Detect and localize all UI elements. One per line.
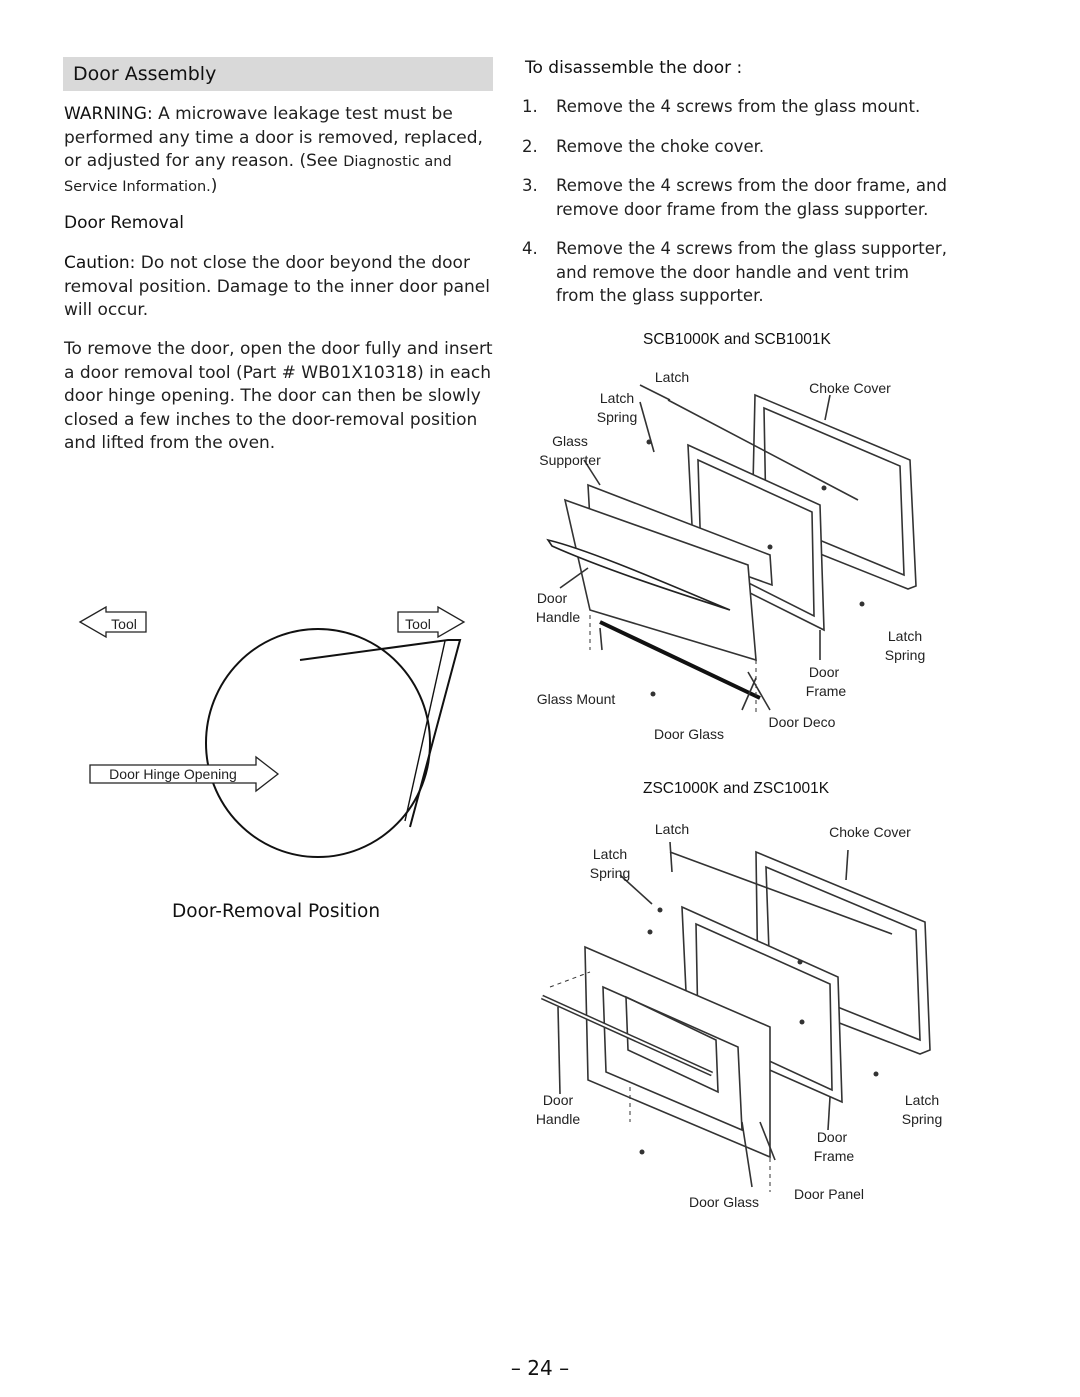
step-item: 1.Remove the 4 screws from the glass mou… [522,97,921,116]
hinge-opening-arrow: Door Hinge Opening [89,755,280,793]
d1-glass-supporter-label-2: Supporter [539,452,601,468]
d1-door-handle-label-1: Door [537,590,568,606]
d1-latch-spring-right-2: Spring [885,647,925,663]
d1-glass-mount-label: Glass Mount [537,691,616,707]
d2-latch-label: Latch [655,821,689,837]
tool-right-arrow: Tool [397,605,466,639]
d2-door-glass-label: Door Glass [689,1194,759,1210]
diagram1-title: SCB1000K and SCB1001K [643,331,831,348]
warning-text: A microwave leakage test must be perform… [64,104,483,171]
figure-caption: Door-Removal Position [172,901,381,922]
warning-reference: Diagnostic and Service Information. [64,154,452,195]
disassembly-steps: 1.Remove the 4 screws from the glass mou… [522,95,952,308]
d1-glass-supporter-label-1: Glass [552,433,588,449]
d1-door-frame-label-2: Frame [806,683,847,699]
d2-latch-spring-label-1: Latch [593,846,627,862]
warning-lead: WARNING: [64,104,153,124]
d2-latch-spring-right-1: Latch [905,1092,939,1108]
warning-end: ) [210,175,218,196]
diagram2-exploded-view: Latch Choke Cover Latch Spring Door Hand… [536,821,942,1210]
hinge-circle [205,628,431,858]
tool-left-arrow: Tool [78,605,147,639]
step-item: 4.Remove the 4 screws from the glass sup… [522,239,947,305]
d2-door-handle-label-1: Door [543,1092,574,1108]
d2-latch-spring-label-2: Spring [590,865,630,881]
d1-latch-spring-label-2: Spring [597,409,637,425]
diagram2-title: ZSC1000K and ZSC1001K [643,780,830,797]
tool-right-label: Tool [405,616,431,632]
warning-paragraph: WARNING: A microwave leakage test must b… [64,103,494,199]
d2-door-panel-label: Door Panel [794,1186,864,1202]
caution-paragraph: Caution: Do not close the door beyond th… [64,252,494,323]
diagram1-exploded-view: Latch Latch Spring Choke Cover Glass Sup… [536,369,925,742]
caution-text: Do not close the door beyond the door re… [64,253,490,320]
d1-latch-spring-right-1: Latch [888,628,922,644]
d2-door-handle-label-2: Handle [536,1111,581,1127]
door-outline [299,639,462,828]
d2-door-frame-label-2: Frame [814,1148,855,1164]
d1-choke-cover-label: Choke Cover [809,380,891,396]
step-item: 2.Remove the choke cover. [522,136,765,156]
hinge-opening-label: Door Hinge Opening [109,766,237,782]
d1-latch-label: Latch [655,369,689,385]
d2-choke-cover-label: Choke Cover [829,824,911,840]
page-number: – 24 – [510,1356,570,1380]
tool-left-label: Tool [111,616,137,632]
door-removal-heading: Door Removal [64,213,184,233]
d2-door-frame-label-1: Door [817,1129,848,1145]
caution-lead: Caution: [64,253,136,273]
d1-door-handle-label-2: Handle [536,609,581,625]
door-removal-figure: Tool Tool Door Hinge Opening [78,605,466,858]
d1-door-deco-label: Door Deco [769,714,836,730]
d2-latch-spring-right-2: Spring [902,1111,942,1127]
d1-door-frame-label-1: Door [809,664,840,680]
d1-door-glass-label: Door Glass [654,726,724,742]
section-title: Door Assembly [63,57,493,91]
step-item: 3.Remove the 4 screws from the door fram… [522,176,947,219]
removal-instructions: To remove the door, open the door fully … [64,339,493,453]
d1-latch-spring-label-1: Latch [600,390,634,406]
disassemble-heading: To disassemble the door : [525,58,743,78]
